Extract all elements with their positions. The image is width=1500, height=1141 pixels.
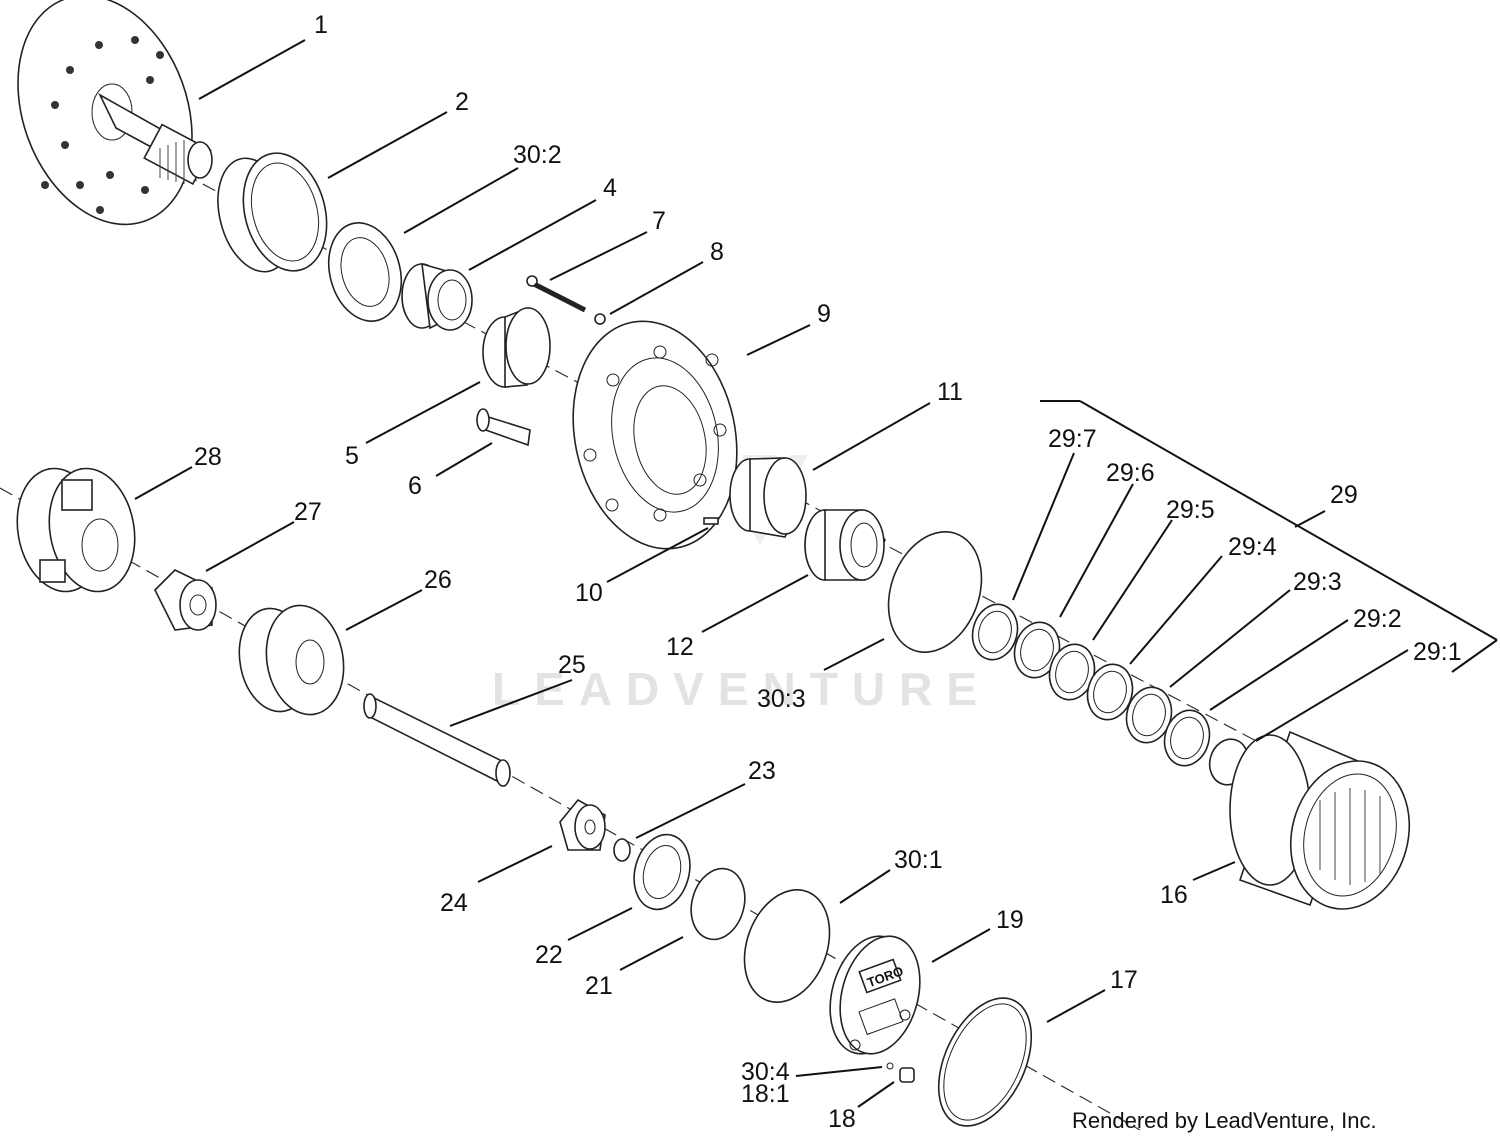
callout-29-3: 29:3 (1293, 568, 1342, 596)
part-19-cover: TORO (829, 935, 921, 1055)
callout-30-2: 30:2 (513, 141, 562, 169)
callout-labels: 1 2 30:2 4 7 8 9 5 6 11 28 27 26 10 12 2… (194, 11, 1462, 1133)
part-12-bearing (804, 509, 886, 581)
callout-12: 12 (666, 633, 694, 661)
part-30-1-o-ring (743, 889, 831, 1003)
callout-7: 7 (652, 207, 666, 235)
part-30-3-o-ring (887, 531, 983, 653)
callout-30-1: 30:1 (894, 846, 943, 874)
part-17-retaining-ring (937, 997, 1033, 1127)
part-23-snap-ring (613, 838, 631, 862)
callout-29-6: 29:6 (1106, 459, 1155, 487)
callout-18: 18 (828, 1105, 856, 1133)
callout-29-5: 29:5 (1166, 496, 1215, 524)
callout-8: 8 (710, 238, 724, 266)
part-24-sun-gear (559, 798, 606, 851)
callout-23: 23 (748, 757, 776, 785)
callout-4: 4 (603, 174, 617, 202)
callout-29-7: 29:7 (1048, 425, 1097, 453)
callout-28: 28 (194, 443, 222, 471)
callout-2: 2 (455, 88, 469, 116)
part-4-bearing (401, 262, 473, 331)
part-6-stud (476, 408, 531, 447)
callout-9: 9 (817, 300, 831, 328)
callout-19: 19 (996, 906, 1024, 934)
part-26-carrier (238, 604, 345, 716)
callout-25: 25 (558, 651, 586, 679)
part-25-shaft (363, 693, 511, 787)
part-21-disc (690, 867, 746, 941)
leader-lines (134, 39, 1498, 1108)
part-10-pin (703, 517, 719, 525)
callout-24: 24 (440, 889, 468, 917)
part-18-plug (886, 1062, 915, 1083)
callout-26: 26 (424, 566, 452, 594)
part-2-seal (217, 152, 328, 273)
callout-30-3: 30:3 (757, 685, 806, 713)
part-30-2-washer (328, 222, 402, 322)
render-credit: Rendered by LeadVenture, Inc. (1072, 1108, 1377, 1133)
callout-17: 17 (1110, 966, 1138, 994)
part-28-planet-carrier (16, 467, 136, 593)
part-9-hub (572, 320, 738, 550)
part-11-bearing-cup (729, 457, 807, 538)
callout-30-4: 30:4 (741, 1058, 790, 1086)
callout-27: 27 (294, 498, 322, 526)
callout-29-2: 29:2 (1353, 605, 1402, 633)
callout-21: 21 (585, 972, 613, 1000)
callout-10: 10 (575, 579, 603, 607)
part-27-planet-gear (154, 569, 217, 631)
callout-16: 16 (1160, 881, 1188, 909)
callout-29-4: 29:4 (1228, 533, 1277, 561)
part-29-washer-stack (971, 603, 1250, 786)
part-1-flange-spindle (17, 0, 213, 226)
callout-5: 5 (345, 442, 359, 470)
callout-18-1: 18:1 (741, 1080, 790, 1108)
part-5-bearing-cup (482, 307, 551, 388)
callout-11: 11 (937, 378, 963, 406)
part-16-ring-gear (1229, 730, 1411, 910)
part-8-nut (594, 313, 606, 325)
callout-29: 29 (1330, 481, 1358, 509)
part-22-washer (633, 833, 691, 911)
part-7-bolt (526, 275, 587, 313)
callout-22: 22 (535, 941, 563, 969)
callout-6: 6 (408, 472, 422, 500)
callout-29-1: 29:1 (1413, 638, 1462, 666)
watermark-text: LEADVENTURE (492, 663, 991, 715)
callout-1: 1 (314, 11, 328, 39)
